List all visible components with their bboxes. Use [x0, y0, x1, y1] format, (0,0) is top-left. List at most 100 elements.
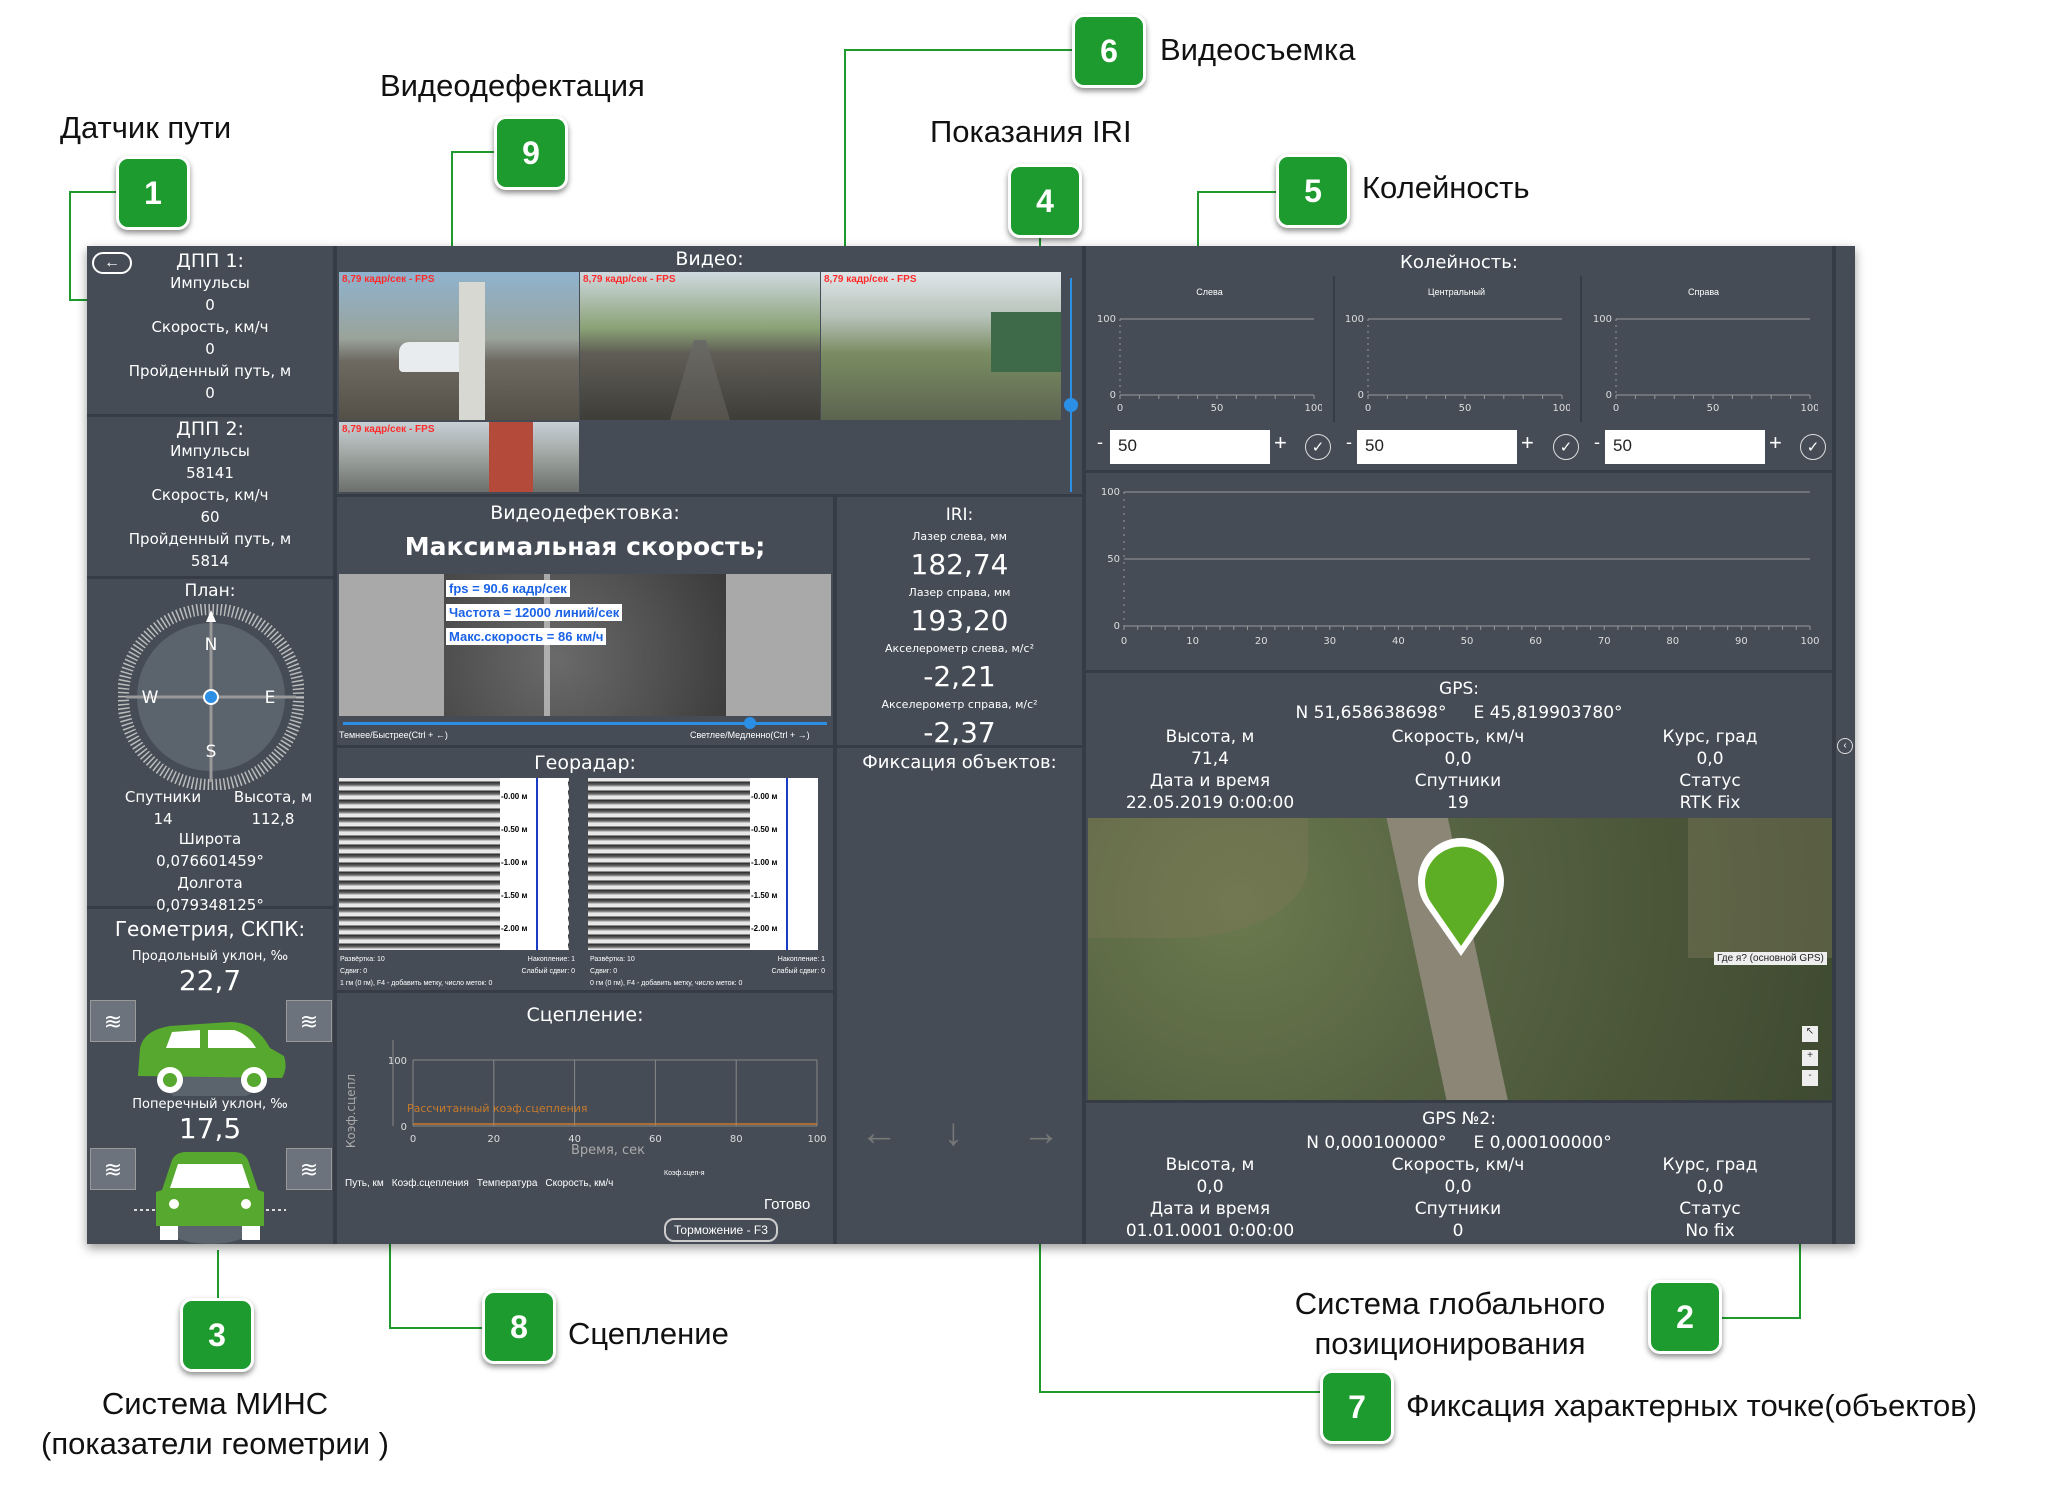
- tick-label: 0: [1114, 621, 1120, 632]
- wifi-icon: ≋: [299, 1009, 319, 1034]
- tick-label: 40: [1392, 636, 1405, 647]
- sensor-left-top[interactable]: ≋: [90, 1000, 136, 1042]
- dpp1-speed: 0: [205, 340, 215, 358]
- arrow-right-icon[interactable]: →: [1022, 1112, 1060, 1154]
- georadar-ctl: Слабый сдвиг: 0: [521, 968, 575, 975]
- video-overlay: 8,79 кадр/сек - FPS: [824, 274, 917, 285]
- compass-n: N: [205, 635, 218, 655]
- minus-icon[interactable]: -: [1346, 432, 1352, 452]
- rut-center-input[interactable]: 50: [1357, 430, 1517, 464]
- tick-label: 50: [1107, 554, 1120, 565]
- video-overlay: 8,79 кадр/сек - FPS: [342, 274, 435, 285]
- gps2-speed: 0,0: [1444, 1177, 1472, 1197]
- car-side-icon: [138, 1022, 286, 1096]
- tick-label: 30: [1323, 636, 1336, 647]
- iri-al-label: Акселерометр слева, м/с²: [885, 642, 1034, 655]
- video-frame-2[interactable]: 8,79 кадр/сек - FPS: [580, 272, 820, 420]
- tick-label: 0: [1365, 403, 1371, 414]
- dpp1-panel: ДПП 1: Импульсы 0 Скорость, км/ч 0 Пройд…: [87, 250, 333, 404]
- iri-ar-label: Акселерометр справа, м/с²: [881, 698, 1038, 711]
- video-overlay: 8,79 кадр/сек - FPS: [342, 424, 435, 435]
- tick-label: 100: [1552, 403, 1570, 414]
- video-frame-3[interactable]: 8,79 кадр/сек - FPS: [821, 272, 1061, 420]
- annotation-3-badge: 3: [180, 1298, 254, 1372]
- sensor-right-top[interactable]: ≋: [286, 1000, 332, 1042]
- plan-alt: Высота, м 112,8: [218, 786, 328, 830]
- depth-label: -2.00 м: [501, 924, 528, 933]
- gps2-dt-label: Дата и время: [1149, 1199, 1271, 1219]
- dpp2-panel: ДПП 2: Импульсы 58141 Скорость, км/ч 60 …: [87, 418, 333, 572]
- gps2-col3: Курс, град 0,0 Статус No fix: [1610, 1154, 1810, 1242]
- rut-title: Колейность:: [1400, 252, 1518, 273]
- tick-label: 0: [401, 1122, 407, 1133]
- map-zoom-out-icon[interactable]: -: [1802, 1070, 1818, 1086]
- videodef-freq: Частота = 12000 линий/сек: [446, 604, 623, 621]
- plus-icon[interactable]: +: [1769, 430, 1782, 455]
- tick-label: 50: [1459, 403, 1472, 414]
- minus-icon[interactable]: -: [1097, 432, 1103, 452]
- georadar-depths-1: -0.00 м -0.50 м -1.00 м -1.50 м -2.00 м: [501, 780, 527, 945]
- kiosk-shape: [991, 312, 1061, 372]
- divider: [1333, 276, 1335, 422]
- minus-icon[interactable]: -: [1594, 432, 1600, 452]
- gps2-speed-label: Скорость, км/ч: [1391, 1155, 1525, 1175]
- georadar-ctl: Развёртка: 10: [340, 956, 385, 963]
- brake-button[interactable]: Торможение - F3: [664, 1218, 778, 1242]
- geometry-long-value: 22,7: [178, 964, 242, 997]
- videodef-subtitle: Максимальная скорость;: [404, 532, 766, 561]
- divider: [337, 494, 1082, 497]
- check-icon[interactable]: ✓: [1305, 434, 1331, 460]
- grip-col: Скорость, км/ч: [545, 1178, 614, 1189]
- video-overlay: 8,79 кадр/сек - FPS: [583, 274, 676, 285]
- sensor-right-bottom[interactable]: ≋: [286, 1148, 332, 1190]
- dpp1-path-label: Пройденный путь, м: [128, 362, 292, 380]
- gps-alt-label: Высота, м: [1165, 727, 1255, 747]
- gps-sat: 19: [1447, 793, 1469, 813]
- videodef-slider[interactable]: [343, 722, 827, 725]
- rut-left-input[interactable]: 50: [1110, 430, 1270, 464]
- dpp2-impulses-label: Импульсы: [170, 442, 250, 460]
- videodef-slider-thumb[interactable]: [744, 717, 756, 729]
- tick-label: 10: [1186, 636, 1199, 647]
- trace-line: [536, 778, 538, 950]
- annotation-5-label: Колейность: [1362, 170, 1530, 205]
- video-frame-4[interactable]: 8,79 кадр/сек - FPS: [339, 422, 579, 492]
- back-button[interactable]: ←: [92, 252, 132, 274]
- video-scroll-thumb[interactable]: [1064, 398, 1078, 412]
- iri-al-value: -2,21: [923, 660, 996, 693]
- sensor-icon: ≋: [299, 1157, 319, 1182]
- check-icon[interactable]: ✓: [1553, 434, 1579, 460]
- map-zoom-icon[interactable]: ↖: [1802, 1026, 1818, 1042]
- arrow-down-icon[interactable]: ↓: [944, 1112, 963, 1154]
- gps-map[interactable]: Где я? (основной GPS) ↖ + -: [1088, 818, 1832, 1100]
- plus-icon[interactable]: +: [1274, 430, 1287, 455]
- gps-sat-label: Спутники: [1414, 771, 1502, 791]
- dpp2-impulses: 58141: [186, 464, 234, 482]
- video-frame-1[interactable]: 8,79 кадр/сек - FPS: [339, 272, 579, 420]
- check-icon[interactable]: ✓: [1800, 434, 1826, 460]
- georadar-trace-1: [500, 778, 568, 950]
- gps2-sat-label: Спутники: [1414, 1199, 1502, 1219]
- chevron-left-icon[interactable]: ‹: [1837, 738, 1853, 754]
- lane-marking: [544, 574, 550, 716]
- tick-label: 60: [1529, 636, 1542, 647]
- annotation-9-label: Видеодефектация: [380, 68, 645, 103]
- gps-course-label: Курс, град: [1662, 727, 1758, 747]
- arrow-left-icon[interactable]: ←: [860, 1112, 898, 1154]
- road-shape: [670, 340, 730, 420]
- plus-icon[interactable]: +: [1521, 430, 1534, 455]
- sensor-left-bottom[interactable]: ≋: [90, 1148, 136, 1190]
- plan-sat-label: Спутники: [124, 788, 202, 806]
- annotation-2-label: Система глобального позиционирования: [1260, 1284, 1640, 1364]
- annotation-2-line2: позиционирования: [1314, 1326, 1586, 1361]
- map-zoom-in-icon[interactable]: +: [1802, 1050, 1818, 1066]
- plan-lon-label: Долгота: [177, 874, 243, 892]
- video-scrollbar[interactable]: [1070, 278, 1072, 492]
- rut-right-input[interactable]: 50: [1605, 430, 1765, 464]
- georadar-ctl: Развёртка: 10: [590, 956, 635, 963]
- map-tag[interactable]: Где я? (основной GPS): [1714, 952, 1827, 965]
